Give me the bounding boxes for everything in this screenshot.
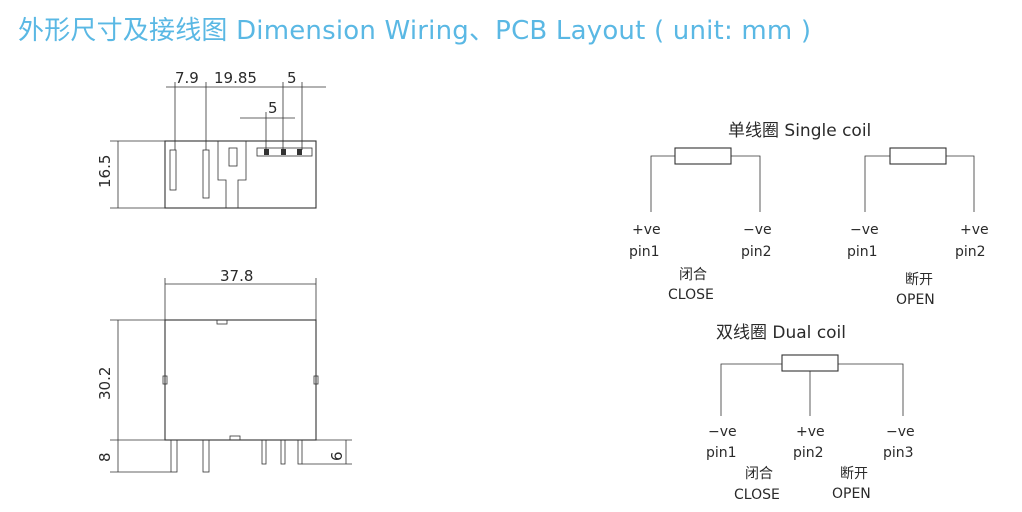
pin-row [256, 147, 313, 157]
single-coil-heading: 单线圈 Single coil [728, 121, 871, 141]
top-view-body [164, 140, 317, 209]
open-state-en: OPEN [896, 292, 935, 308]
dual-open-cn: 断开 [840, 466, 868, 482]
side-pin-2 [202, 439, 210, 473]
open-left-polarity: −ve [850, 222, 879, 238]
pin-slot-2 [202, 149, 210, 199]
side-view-body [164, 319, 317, 441]
dual-pin3-label: pin3 [883, 445, 914, 461]
coil-close-symbol [674, 147, 732, 165]
pin-dot-3 [297, 149, 302, 155]
pin-slot-3 [228, 147, 238, 167]
dim-6: 6 [328, 451, 346, 461]
close-state-en: CLOSE [668, 287, 714, 303]
close-right-polarity: −ve [743, 222, 772, 238]
open-right-polarity: +ve [960, 222, 989, 238]
dual-pin1-label: pin1 [706, 445, 737, 461]
open-right-pin: pin2 [955, 244, 986, 260]
pin-dot-1 [264, 149, 269, 155]
close-state-cn: 闭合 [679, 267, 707, 283]
pin-dot-2 [281, 149, 286, 155]
dim-19-85: 19.85 [214, 69, 257, 87]
dim-37-8: 37.8 [220, 267, 253, 285]
dual-coil-wiring: 双线圈 Dual coil −ve pin1 +ve pin2 −ve pin3… [706, 323, 915, 503]
coil-open-symbol [889, 147, 947, 165]
dim-16-5: 16.5 [96, 155, 114, 188]
dim-5-inner: 5 [268, 99, 278, 117]
dim-8: 8 [96, 452, 114, 462]
side-pin-4 [280, 439, 286, 465]
dual-pin1-polarity: −ve [708, 424, 737, 440]
dual-pin2-label: pin2 [793, 445, 824, 461]
dual-open-en: OPEN [832, 486, 871, 502]
close-left-pin: pin1 [629, 244, 660, 260]
dual-pin3-polarity: −ve [886, 424, 915, 440]
dim-7-9: 7.9 [175, 69, 199, 87]
dual-close-cn: 闭合 [745, 466, 773, 482]
dual-pin2-polarity: +ve [796, 424, 825, 440]
open-state-cn: 断开 [905, 272, 933, 288]
dim-30-2: 30.2 [96, 367, 114, 400]
open-left-pin: pin1 [847, 244, 878, 260]
side-pin-1 [170, 439, 178, 473]
dim-5-top: 5 [287, 69, 297, 87]
dual-close-en: CLOSE [734, 487, 780, 503]
close-right-pin: pin2 [741, 244, 772, 260]
side-view-drawing: 37.8 30.2 8 6 [96, 267, 352, 473]
side-pin-3 [261, 439, 267, 465]
side-pin-5 [297, 439, 303, 465]
dual-coil-symbol [781, 354, 839, 372]
page-title: 外形尺寸及接线图 Dimension Wiring、PCB Layout ( u… [18, 16, 812, 46]
close-left-polarity: +ve [632, 222, 661, 238]
top-view-drawing: 7.9 19.85 5 5 16.5 [96, 69, 326, 209]
pin-slot-1 [169, 149, 177, 191]
dual-coil-heading: 双线圈 Dual coil [716, 323, 846, 343]
single-coil-wiring: 单线圈 Single coil +ve pin1 −ve pin2 闭合 CLO… [629, 121, 989, 308]
